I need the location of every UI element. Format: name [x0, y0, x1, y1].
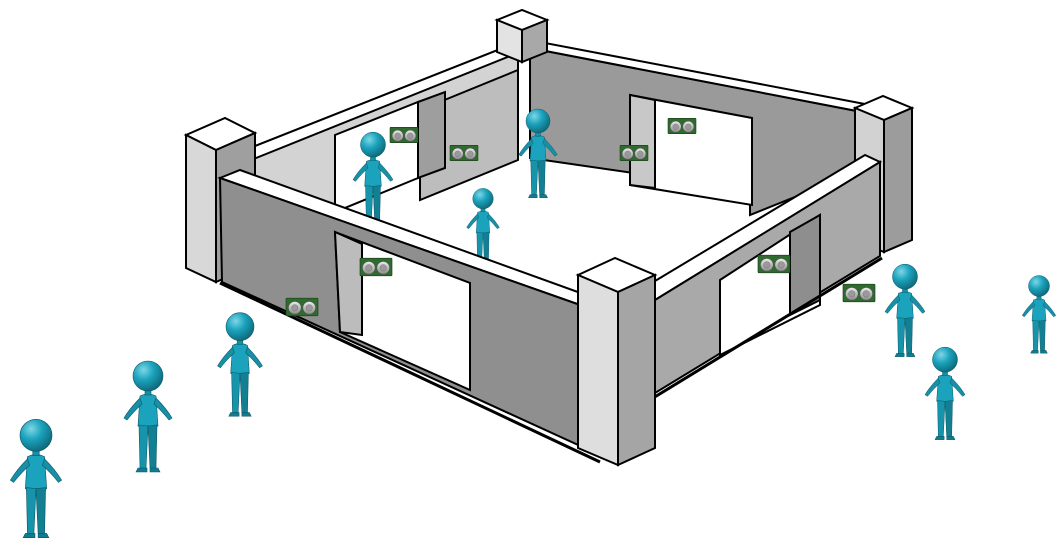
ultrasonic-sensor-icon [285, 297, 319, 317]
person-outside-5 [924, 346, 966, 440]
person-outside-1 [10, 419, 62, 539]
ultrasonic-sensor-icon [757, 254, 791, 274]
ultrasonic-sensor-icon [449, 145, 479, 161]
front-corner-pillar [575, 256, 658, 467]
ultrasonic-sensor-icon [842, 283, 876, 303]
person-outside-4 [884, 263, 926, 357]
ultrasonic-sensor-icon [667, 118, 697, 134]
ultrasonic-sensor-icon [619, 145, 649, 161]
front-right-wall [638, 153, 883, 408]
back-corner-pillar [494, 8, 550, 64]
ultrasonic-sensor-icon [359, 257, 393, 277]
person-outside-3 [217, 312, 263, 417]
person-outside-2 [123, 360, 173, 473]
ultrasonic-sensor-icon [389, 127, 419, 143]
person-outside-6 [1021, 275, 1057, 354]
